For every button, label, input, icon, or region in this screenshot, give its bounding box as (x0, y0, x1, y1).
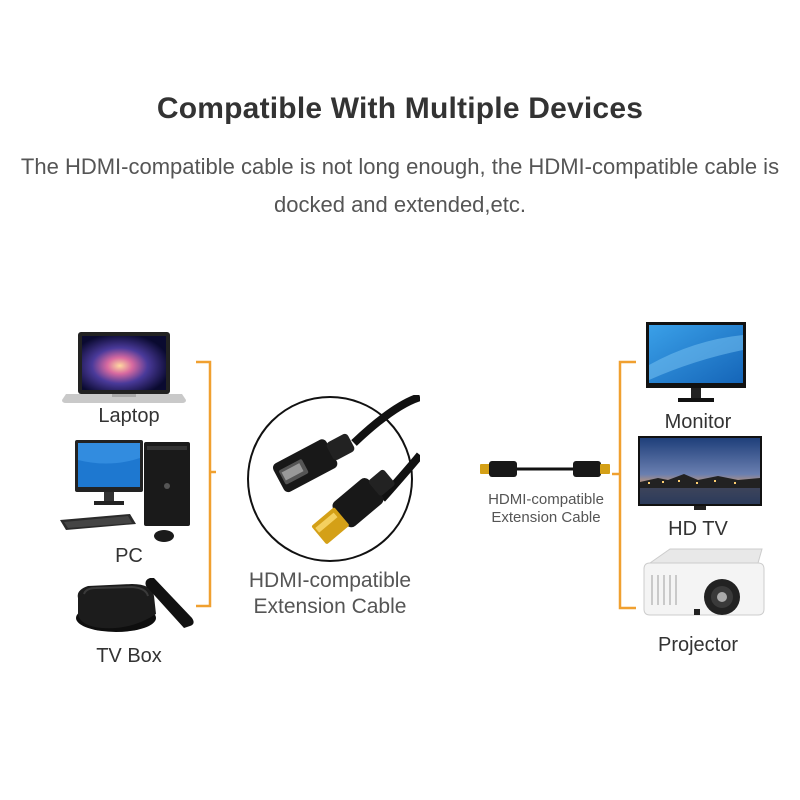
page-title: Compatible With Multiple Devices (156, 92, 644, 125)
small-cable-label: HDMI-compatible Extension Cable (470, 491, 622, 527)
small-cable-line2: Extension Cable (491, 509, 601, 526)
laptop-icon (62, 330, 186, 406)
device-label-tv-box: TV Box (96, 645, 162, 667)
hd-tv-icon (638, 436, 762, 512)
extension-cable-closeup (244, 395, 420, 567)
device-label-monitor: Monitor (664, 411, 732, 433)
monitor-icon (644, 320, 748, 408)
device-label-pc: PC (115, 545, 143, 567)
device-label-hd-tv: HD TV (668, 518, 728, 540)
center-cable-line2: Extension Cable (253, 595, 407, 618)
tv-box-icon (72, 570, 200, 640)
page-subtitle: The HDMI-compatible cable is not long en… (20, 154, 780, 217)
device-label-laptop: Laptop (98, 405, 160, 427)
small-cable-line1: HDMI-compatible (488, 491, 604, 508)
right-bracket (612, 360, 636, 612)
center-cable-label: HDMI-compatible Extension Cable (220, 568, 440, 620)
left-bracket (196, 360, 216, 610)
small-cable-icon (478, 456, 612, 482)
desktop-pc-icon (60, 438, 196, 548)
projector-icon (640, 545, 770, 621)
center-cable-line1: HDMI-compatible (248, 569, 412, 592)
device-label-projector: Projector (657, 634, 739, 656)
